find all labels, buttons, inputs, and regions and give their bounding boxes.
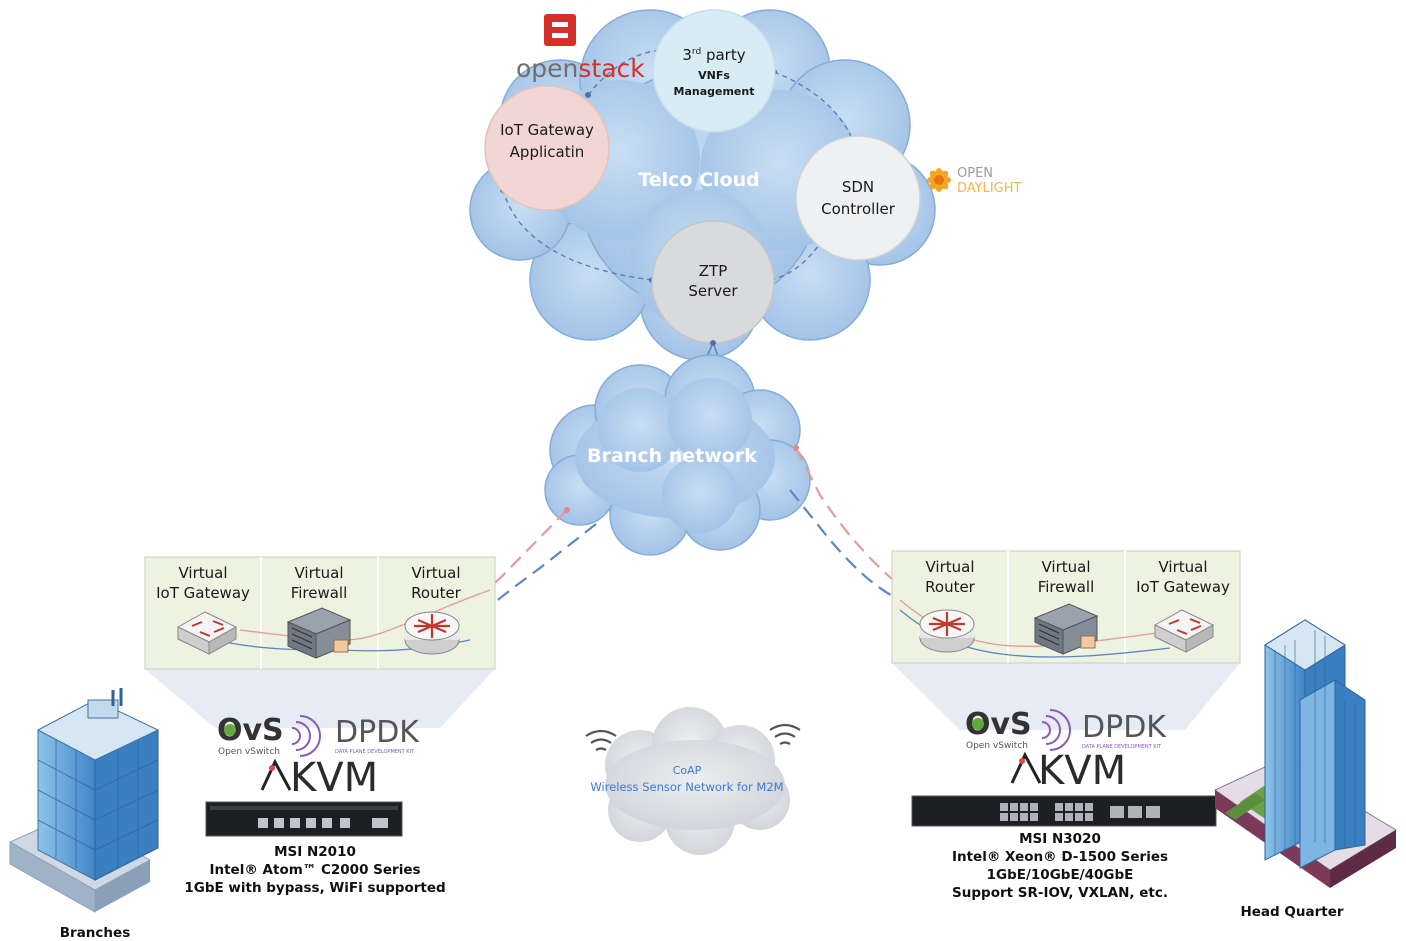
third-party-line3: Management — [674, 85, 755, 98]
ztp-line2: Server — [688, 282, 738, 300]
left-device-msi-n2010 — [205, 801, 403, 837]
third-party-line2: VNFs — [698, 69, 730, 82]
right-vnf-fw-line2: Firewall — [1037, 578, 1095, 596]
virtual-router-icon — [404, 611, 460, 655]
left-kvm-penguin-icon — [260, 758, 292, 791]
right-vnf-label-router: Virtual Router — [892, 557, 1008, 597]
sdn-line1: SDN — [842, 178, 874, 196]
left-vnf-router-line2: Router — [411, 584, 461, 602]
right-device-features: Support SR-IOV, VXLAN, etc. — [952, 885, 1168, 901]
left-kvm-logo: KVM — [290, 755, 378, 801]
head-quarter-building-icon — [1213, 619, 1397, 888]
right-dpdk-swirl-icon — [1041, 709, 1071, 751]
right-virtual-iot-gateway-switch-icon — [1153, 609, 1215, 653]
right-branch-links — [789, 445, 906, 601]
left-dpdk-logo: DPDK — [335, 715, 420, 750]
left-vnf-fw-line2: Firewall — [290, 584, 348, 602]
right-virtual-firewall-server-icon — [1033, 603, 1099, 655]
coap-sensor-cloud: CoAP Wireless Sensor Network for M2M — [585, 707, 801, 855]
right-software-logos: OvS Open vSwitch DPDK DATA PLANE DEVELOP… — [965, 707, 1167, 794]
left-dpdk-sub: DATA PLANE DEVELOPMENT KIT — [335, 749, 415, 755]
right-device-caption: MSI N3020 Intel® Xeon® D-1500 Series 1Gb… — [905, 830, 1215, 902]
left-device-features: 1GbE with bypass, WiFi supported — [184, 880, 446, 896]
third-party-number: 3 — [682, 46, 692, 64]
left-vnf-iot-line1: Virtual — [178, 564, 228, 582]
right-device-ports: 1GbE/10GbE/40GbE — [986, 867, 1134, 883]
opendaylight-line2: DAYLIGHT — [957, 181, 1022, 196]
left-vnf-panel — [144, 556, 496, 728]
sdn-controller-node: SDN Controller — [795, 135, 921, 261]
opendaylight-line1: OPEN — [957, 166, 993, 181]
opendaylight-logo: OPEN DAYLIGHT — [927, 166, 1022, 196]
right-dpdk-sub: DATA PLANE DEVELOPMENT KIT — [1082, 744, 1162, 750]
left-device-model: MSI N2010 — [274, 844, 356, 860]
third-party-party: party — [706, 46, 746, 64]
svg-text:3rd party: 3rd party — [682, 46, 745, 64]
right-wifi-signal-icon — [769, 723, 801, 745]
iot-app-line1: IoT Gateway — [500, 121, 594, 139]
left-vnf-router-line1: Virtual — [411, 564, 461, 582]
virtual-firewall-server-icon — [286, 607, 352, 659]
third-party-suffix: rd — [692, 47, 701, 57]
third-party-vnf-node: 3rd party VNFs Management — [652, 9, 776, 133]
right-kvm-logo: KVM — [1038, 748, 1126, 794]
left-vnf-label-iot-gateway: Virtual IoT Gateway — [145, 563, 261, 603]
right-vnf-iot-line2: IoT Gateway — [1136, 578, 1230, 596]
right-kvm-penguin-icon — [1010, 751, 1042, 784]
virtual-iot-gateway-switch-icon — [176, 611, 238, 655]
left-vnf-fw-line1: Virtual — [294, 564, 344, 582]
iot-gateway-application-node: IoT Gateway Applicatin — [484, 85, 610, 211]
left-wifi-signal-icon — [585, 729, 617, 751]
left-vnf-iot-line2: IoT Gateway — [156, 584, 250, 602]
coap-subtitle: Wireless Sensor Network for M2M — [590, 780, 783, 794]
left-device-cpu: Intel® Atom™ C2000 Series — [209, 862, 421, 878]
ztp-server-node: ZTP Server — [651, 220, 775, 344]
coap-title: CoAP — [673, 764, 702, 777]
openstack-open: open — [516, 54, 578, 83]
left-device-caption: MSI N2010 Intel® Atom™ C2000 Series 1GbE… — [160, 843, 470, 897]
right-vnf-fw-line1: Virtual — [1041, 558, 1091, 576]
left-dpdk-swirl-icon — [291, 715, 321, 757]
branches-label: Branches — [60, 925, 130, 941]
sdn-line2: Controller — [821, 200, 896, 218]
openstack-stack: stack — [578, 54, 645, 83]
telco-cloud-title: Telco Cloud — [638, 169, 759, 191]
branches-building-icon — [8, 688, 160, 913]
opendaylight-flower-icon — [927, 168, 951, 192]
right-virtual-router-icon — [919, 609, 975, 653]
left-vnf-label-firewall: Virtual Firewall — [261, 563, 377, 603]
cloud-orbit-link — [500, 49, 859, 283]
svg-text:openstack: openstack — [516, 54, 645, 83]
right-device-msi-n3020 — [911, 795, 1217, 827]
right-vnf-panel — [891, 550, 1241, 730]
right-vnf-router-line1: Virtual — [925, 558, 975, 576]
branch-network-cloud: Branch network — [544, 354, 811, 556]
right-vnf-iot-line1: Virtual — [1158, 558, 1208, 576]
left-ovs-sub: Open vSwitch — [218, 747, 280, 757]
right-dpdk-logo: DPDK — [1082, 710, 1167, 745]
iot-app-line2: Applicatin — [510, 143, 585, 161]
right-vnf-label-iot-gateway: Virtual IoT Gateway — [1125, 557, 1241, 597]
branch-network-label: Branch network — [587, 445, 757, 467]
head-quarter-label: Head Quarter — [1240, 904, 1343, 920]
left-software-logos: OvS Open vSwitch DPDK DATA PLANE DEVELOP… — [217, 713, 420, 801]
right-vnf-label-firewall: Virtual Firewall — [1008, 557, 1124, 597]
right-device-cpu: Intel® Xeon® D-1500 Series — [951, 849, 1169, 865]
right-vnf-router-line2: Router — [925, 578, 975, 596]
left-vnf-label-router: Virtual Router — [378, 563, 494, 603]
right-ovs-sub: Open vSwitch — [966, 741, 1028, 751]
ztp-line1: ZTP — [699, 262, 727, 280]
right-device-model: MSI N3020 — [1019, 831, 1101, 847]
openstack-logo: openstack — [516, 14, 645, 83]
